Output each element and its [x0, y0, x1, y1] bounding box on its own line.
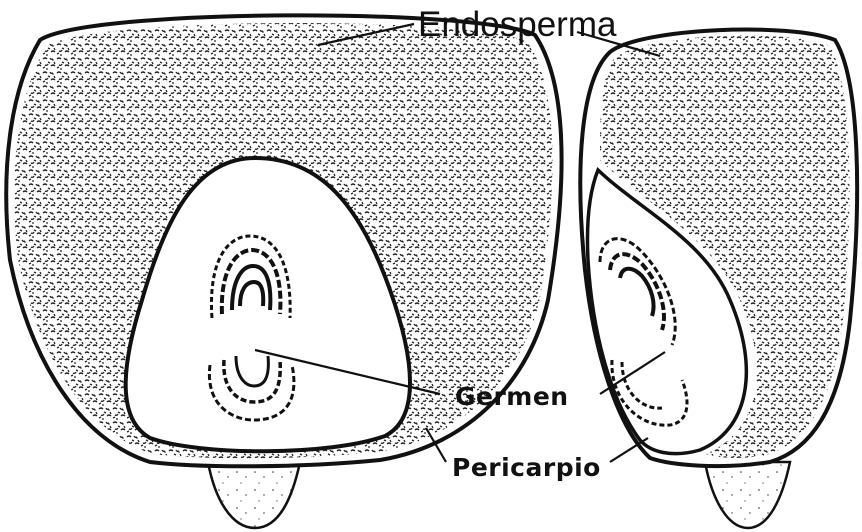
tip-cap-side: [705, 462, 790, 528]
kernel-front-view: [6, 15, 561, 528]
label-germ: Germen: [455, 382, 569, 411]
label-pericarp: Pericarpio: [452, 453, 601, 482]
label-endosperm: Endosperma: [418, 5, 617, 44]
tip-cap-front: [208, 462, 300, 528]
